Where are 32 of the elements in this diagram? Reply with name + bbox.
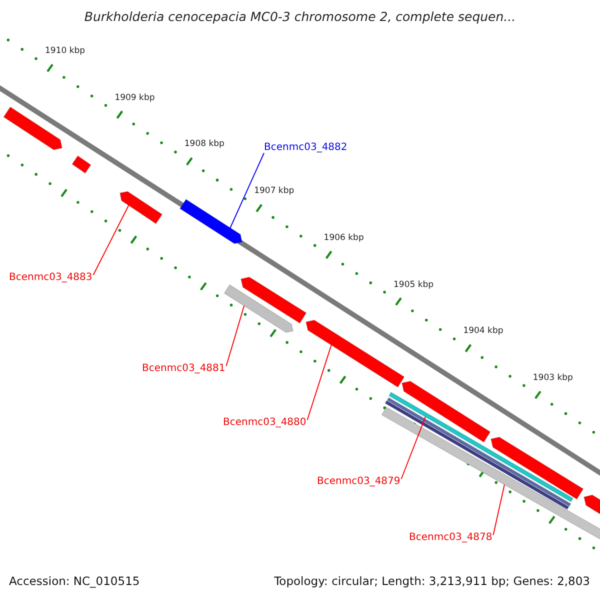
leader-line [400,416,426,480]
gene-bar [240,276,307,324]
position-label: 1906 kbp [324,234,364,242]
gene-bar [305,320,405,388]
gene-bar [3,106,63,150]
position-label: 1908 kbp [184,140,224,149]
gene-bar [401,380,491,443]
gene-bar [490,436,584,500]
gene-label: Bcenmc03_4879 [317,477,400,487]
position-label: 1910 kbp [45,47,86,56]
gene-label: Bcenmc03_4883 [9,273,92,283]
gene-label: Bcenmc03_4880 [223,418,306,428]
title: Burkholderia cenocepacia MC0-3 chromosome 2, complete sequen... [83,11,517,24]
gene-label: Bcenmc03_4881 [142,364,226,374]
position-label: 1904 kbp [463,327,504,336]
leader-line [492,484,505,536]
accession-text: Accession: NC_010515 [9,576,140,588]
position-label: 1905 kbp [394,280,434,289]
leader-line [226,305,245,366]
gene-bar [72,155,92,174]
leader-line [306,344,332,420]
gene-bar [119,190,163,224]
position-label: 1907 kbp [254,187,294,196]
gene-bar [224,284,294,334]
sequence-info-text: Topology: circular; Length: 3,213,911 bp; Genes: 2,803 [274,576,590,588]
leader-line [92,204,130,276]
gene-label: Bcenmc03_4878 [409,533,492,543]
gene-bar [179,198,243,244]
position-label: 1903 kbp [532,374,573,382]
gene-label: Bcenmc03_4882 [264,143,348,153]
position-label: 1909 kbp [114,94,155,102]
leader-line [230,152,264,228]
